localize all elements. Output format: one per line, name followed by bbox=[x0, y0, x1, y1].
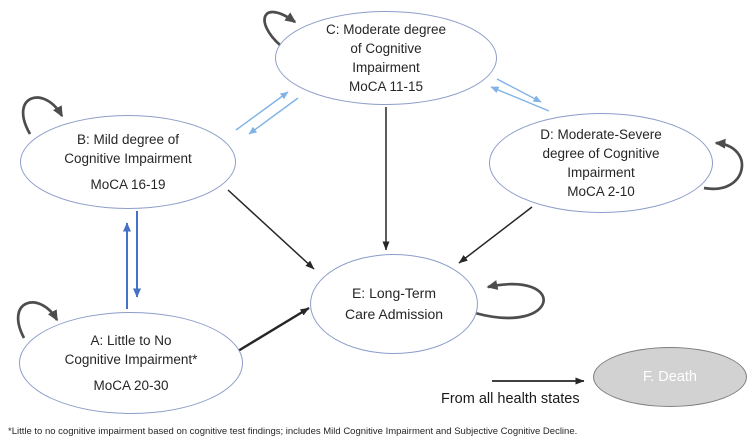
state-b-label-line: Cognitive Impairment bbox=[64, 151, 192, 166]
state-e-label-line: E: Long-Term bbox=[351, 285, 437, 301]
arrow-b-to-c bbox=[235, 91, 289, 131]
state-d-label-line: D: Moderate-Severe bbox=[540, 127, 662, 142]
state-a-label-line: Cognitive Impairment* bbox=[64, 352, 198, 367]
state-c-moderate-impairment: C: Moderate degree of Cognitive Impairme… bbox=[275, 11, 497, 105]
death-arrow-caption: From all health states bbox=[441, 391, 580, 407]
state-c-label-line: Impairment bbox=[352, 60, 420, 75]
arrow-c-to-d bbox=[496, 78, 542, 103]
state-f-death: F. Death bbox=[593, 347, 747, 407]
state-d-moca-range: MoCA 2-10 bbox=[567, 184, 635, 199]
arrow-a-to-e bbox=[237, 306, 310, 353]
state-a-label-line: A: Little to No bbox=[90, 333, 172, 348]
state-e-label-line: Care Admission bbox=[344, 306, 444, 322]
state-a-no-impairment: A: Little to No Cognitive Impairment* Mo… bbox=[19, 312, 243, 414]
state-c-moca-range: MoCA 11-15 bbox=[348, 79, 424, 94]
state-e-long-term-care: E: Long-Term Care Admission bbox=[310, 254, 478, 354]
state-a-moca-range: MoCA 20-30 bbox=[93, 378, 169, 393]
state-b-mild-impairment: B: Mild degree of Cognitive Impairment M… bbox=[20, 115, 236, 209]
self-loop-a bbox=[16, 301, 59, 339]
state-d-label-line: Impairment bbox=[567, 165, 635, 180]
state-b-moca-range: MoCA 16-19 bbox=[90, 177, 166, 192]
self-loop-c bbox=[263, 10, 297, 47]
arrow-d-to-c bbox=[490, 86, 550, 112]
state-d-label-line: degree of Cognitive bbox=[542, 146, 660, 161]
state-f-label: F. Death bbox=[643, 368, 697, 385]
state-b-label-line: B: Mild degree of bbox=[76, 132, 180, 147]
arrow-d-to-e bbox=[458, 206, 533, 264]
self-loop-b bbox=[21, 96, 64, 135]
footnote: *Little to no cognitive impairment based… bbox=[8, 426, 578, 437]
arrow-b-to-e bbox=[227, 189, 315, 270]
self-loop-e bbox=[474, 280, 545, 320]
self-loop-d bbox=[703, 138, 744, 191]
state-c-label-line: of Cognitive bbox=[350, 41, 422, 56]
arrow-c-to-b bbox=[248, 97, 299, 135]
state-d-moderate-severe-impairment: D: Moderate-Severe degree of Cognitive I… bbox=[489, 113, 713, 213]
state-c-label-line: C: Moderate degree bbox=[325, 22, 447, 37]
